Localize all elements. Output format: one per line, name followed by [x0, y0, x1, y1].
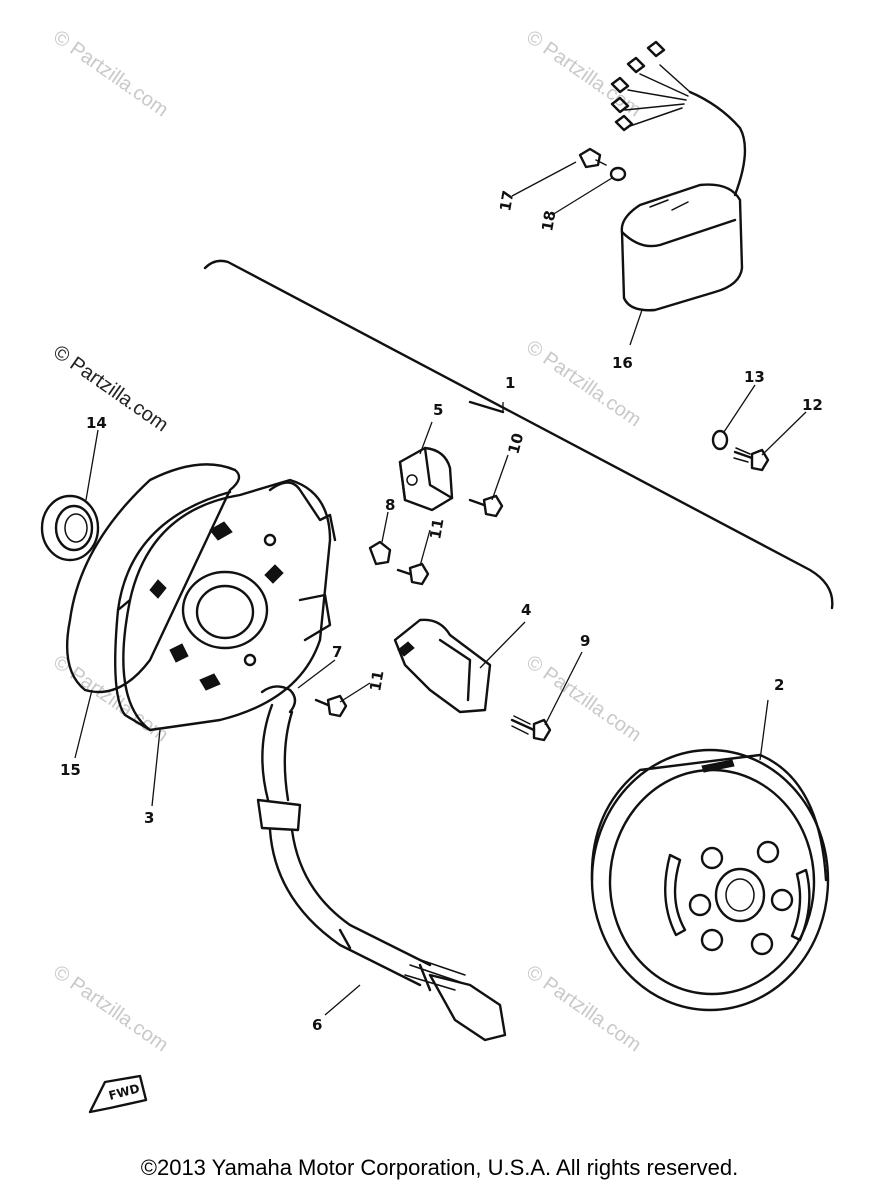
- washer-8: [368, 540, 392, 566]
- washer-13: [711, 429, 729, 451]
- callout-13: 13: [744, 368, 765, 386]
- oil-seal: [40, 494, 100, 562]
- screw-9: [510, 715, 552, 742]
- fwd-arrow: FWD: [88, 1074, 148, 1114]
- callout-6: 6: [312, 1016, 322, 1034]
- callout-5: 5: [433, 401, 443, 419]
- callout-1: 1: [505, 374, 515, 392]
- watermarks: © Partzilla.com © Partzilla.com © Partzi…: [49, 26, 645, 1056]
- o-ring: [66, 463, 241, 694]
- stator-base: [114, 478, 337, 732]
- screw-11-upper: [396, 562, 430, 586]
- callout-4: 4: [521, 601, 531, 619]
- washer-18: [609, 166, 627, 182]
- screw-10: [468, 494, 504, 518]
- callout-2: 2: [774, 676, 784, 694]
- callout-18: 18: [538, 209, 559, 233]
- callout-14: 14: [86, 414, 107, 432]
- callout-16: 16: [612, 354, 633, 372]
- screw-11-lower: [314, 694, 348, 718]
- screw-17: [578, 147, 607, 169]
- watermark: © Partzilla.com: [522, 651, 645, 746]
- callout-9: 9: [580, 632, 590, 650]
- screw-12: [733, 447, 770, 472]
- copyright-notice: ©2013 Yamaha Motor Corporation, U.S.A. A…: [140, 1155, 739, 1180]
- watermark: © Partzilla.com: [49, 961, 172, 1056]
- watermark: © Partzilla.com: [522, 336, 645, 431]
- flywheel: [590, 748, 830, 1012]
- fwd-label: FWD: [107, 1081, 141, 1103]
- watermark: © Partzilla.com: [522, 961, 645, 1056]
- callout-11-upper: 11: [426, 517, 447, 541]
- callout-3: 3: [144, 809, 154, 827]
- callout-11-lower: 11: [366, 669, 387, 693]
- callout-10: 10: [504, 431, 527, 456]
- callout-15: 15: [60, 761, 81, 779]
- callout-8: 8: [385, 496, 395, 514]
- assembly-bracket: [203, 259, 834, 610]
- callout-12: 12: [802, 396, 823, 414]
- pickup-coil: [398, 446, 454, 512]
- leader-lines: [74, 161, 807, 1016]
- callouts: 1 2 3 4 5 6 7 8 9 10 11 11 12 13 14 15 1…: [60, 189, 823, 1034]
- charge-coil: [393, 618, 492, 714]
- watermark: © Partzilla.com: [49, 341, 172, 436]
- callout-17: 17: [496, 189, 517, 213]
- cdi-unit: [610, 40, 747, 312]
- lead-wire: [256, 685, 507, 1042]
- callout-7: 7: [332, 643, 342, 661]
- watermark: © Partzilla.com: [49, 651, 172, 746]
- watermark: © Partzilla.com: [49, 26, 172, 121]
